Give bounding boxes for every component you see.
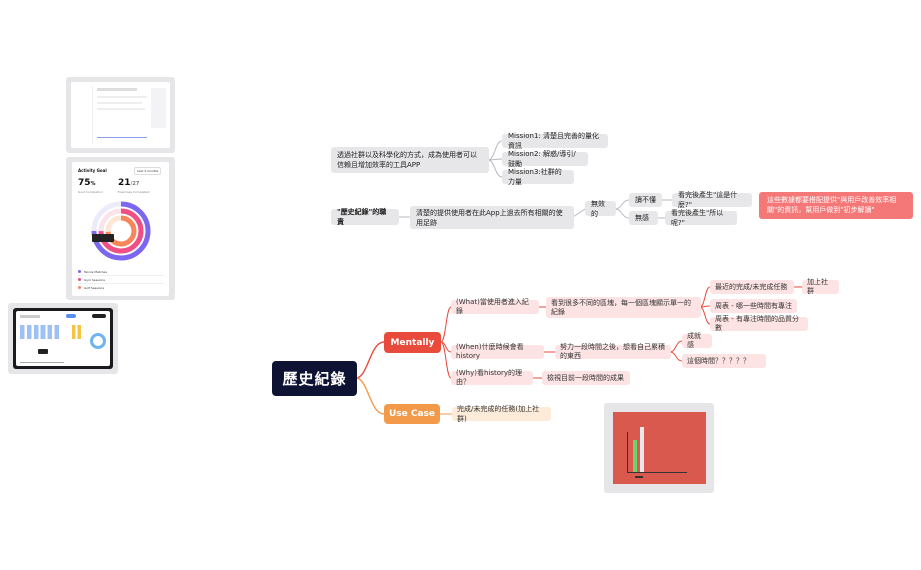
legend-tennis: Tennis Matches <box>84 269 107 274</box>
purpose-node[interactable]: 透過社群以及科學化的方式，成為使用者可以信賴且增加效率的工具APP <box>331 147 489 173</box>
mission-1-node[interactable]: Mission1: 清楚且完善的量化資訊 <box>502 132 608 150</box>
why-node[interactable]: (Why)看history的理由？ <box>451 369 533 386</box>
activity-pct: 75 <box>78 178 91 188</box>
thumbnail-activity-goal: Activity Goal Last 3 months 75% Goal Com… <box>66 157 175 300</box>
mentally-node[interactable]: Mentally <box>384 332 441 353</box>
activity-goal-label: Goal Completion <box>78 190 103 194</box>
activity-title: Activity Goal <box>78 168 107 173</box>
what-desc-node[interactable]: 看到很多不同的區塊，每一個區塊顯示單一的紀錄 <box>546 297 701 318</box>
why-desc-node[interactable]: 檢視目前一段時間的成果 <box>542 371 630 385</box>
activity-count: 21 <box>118 178 131 188</box>
useless-node[interactable]: 無效的 <box>585 200 616 218</box>
when-node[interactable]: (When)什麼時候會看history <box>451 343 544 360</box>
confused-question-node[interactable]: 看完後產生"這是什麼?" <box>672 191 752 209</box>
what-item-weekly-quality[interactable]: 周表 - 有專注時間的品質分數 <box>710 315 808 332</box>
what-item-recent-tasks[interactable]: 最近的完成/未完成任務 <box>710 280 794 294</box>
activity-ring-chart <box>91 201 151 261</box>
thumbnail-dashboard-table <box>66 77 175 153</box>
activity-count-label: Exercises Completed <box>118 190 150 194</box>
usecase-desc-node[interactable]: 完成/未完成的任務(加上社群) <box>452 405 551 423</box>
root-node[interactable]: 歷史紀錄 <box>272 361 357 396</box>
when-item-time[interactable]: 這個時間？？？？？ <box>682 354 766 368</box>
boring-node[interactable]: 無感 <box>629 211 658 225</box>
when-desc-node[interactable]: 努力一段時間之後，想看自己累積的東西 <box>555 343 671 360</box>
when-item-achievement[interactable]: 成就感 <box>682 332 712 349</box>
duty-text-node[interactable]: 清楚的提供使用者在此App上過去所有相關的使用足跡 <box>410 206 574 229</box>
legend-gym: Gym Sessions <box>84 277 105 282</box>
mission-2-node[interactable]: Mission2: 解惑/導引/鼓勵 <box>502 150 588 168</box>
thumbnail-dark-dashboard <box>8 303 118 374</box>
duty-label-node[interactable]: "歷史紀錄"的職責 <box>331 208 399 226</box>
confused-node[interactable]: 讀不懂 <box>629 193 662 207</box>
thumbnail-bar-chart <box>604 403 714 493</box>
activity-filter[interactable]: Last 3 months <box>134 167 162 175</box>
what-node[interactable]: (What)當使用者進入紀錄 <box>451 298 539 315</box>
usecase-node[interactable]: Use Case <box>384 404 440 424</box>
boring-question-node[interactable]: 看完後產生"所以呢?" <box>665 209 737 227</box>
mission-3-node[interactable]: Mission3:社群的力量 <box>502 168 574 186</box>
what-item-weekly-focus[interactable]: 周表 - 哪一些時間有專注 <box>710 299 797 313</box>
interpretation-callout[interactable]: 這些數據都要搭配提供"與用戶改善效率相關"的資訊，幫用戶做到"初步解讀" <box>759 192 913 219</box>
social-node[interactable]: 加上社群 <box>802 278 839 295</box>
legend-golf: Golf Sessions <box>84 285 105 290</box>
